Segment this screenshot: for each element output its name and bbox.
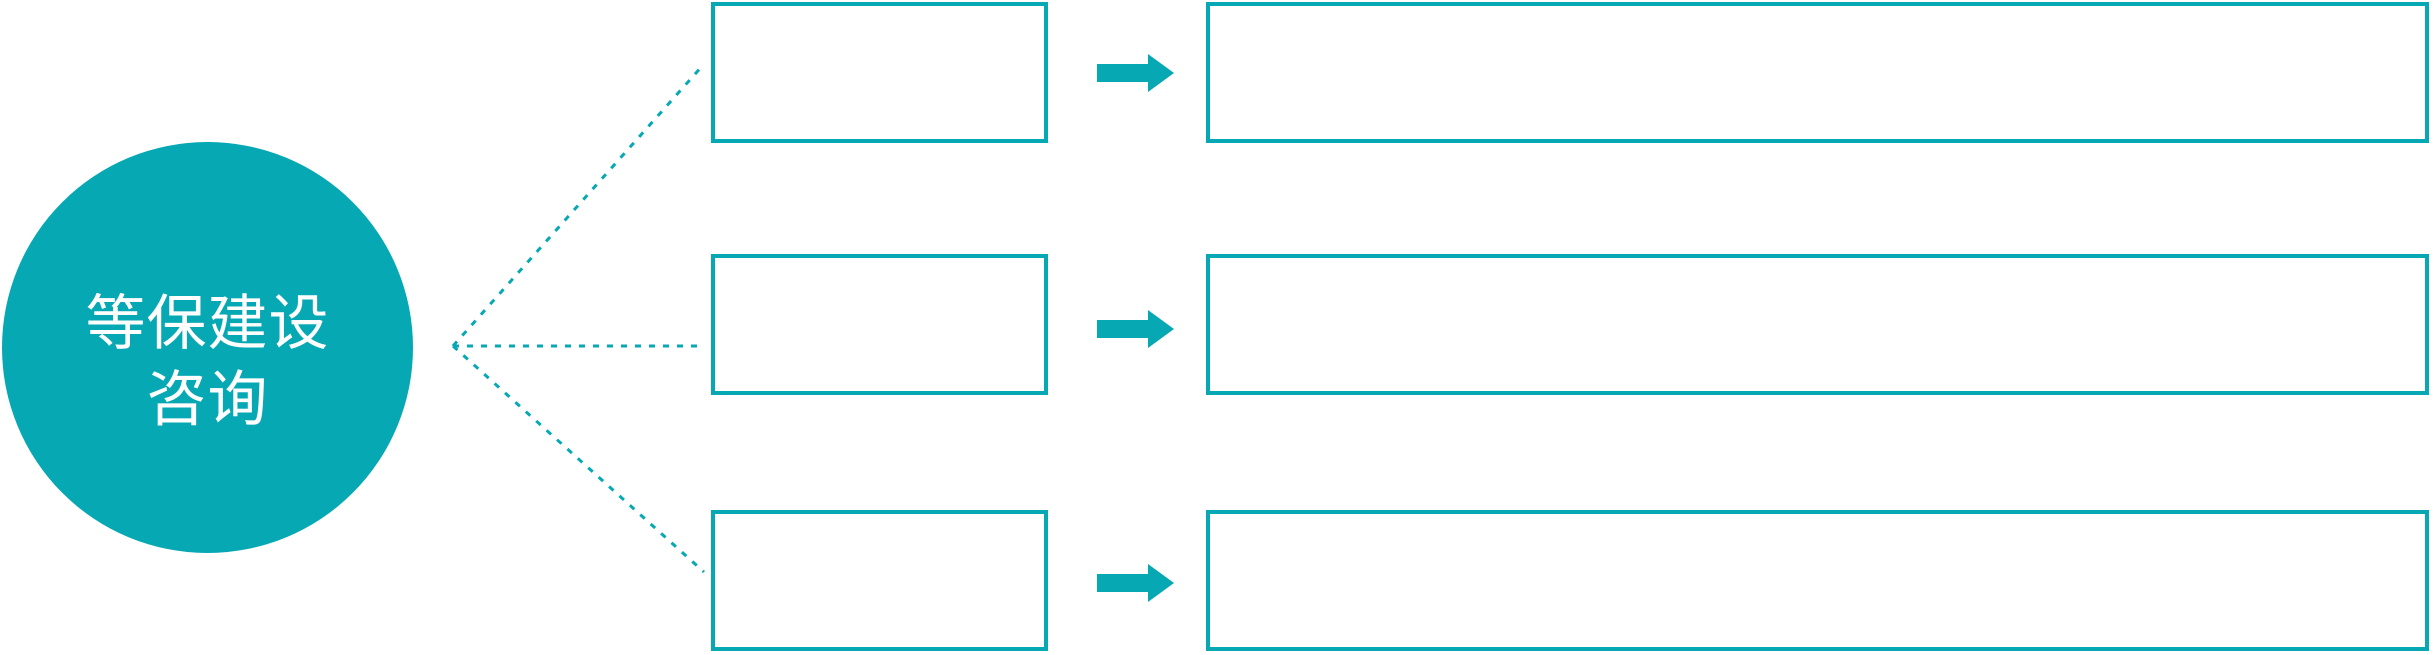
connector-line-top [451,63,706,347]
arrow-right-icon [1097,54,1174,92]
description-box-3 [1206,510,2429,651]
connector-line-bottom [451,344,706,574]
arrow-right-icon [1097,564,1174,602]
topic-label-line2: 咨询 [146,365,269,433]
description-box-1 [1206,2,2429,143]
category-box-1 [711,2,1048,143]
topic-label-line1: 等保建设 [85,289,330,357]
topic-circle: 等保建设 咨询 [2,142,413,553]
category-box-2 [711,254,1048,395]
category-box-3 [711,510,1048,651]
description-box-2 [1206,254,2429,395]
arrow-right-icon [1097,310,1174,348]
